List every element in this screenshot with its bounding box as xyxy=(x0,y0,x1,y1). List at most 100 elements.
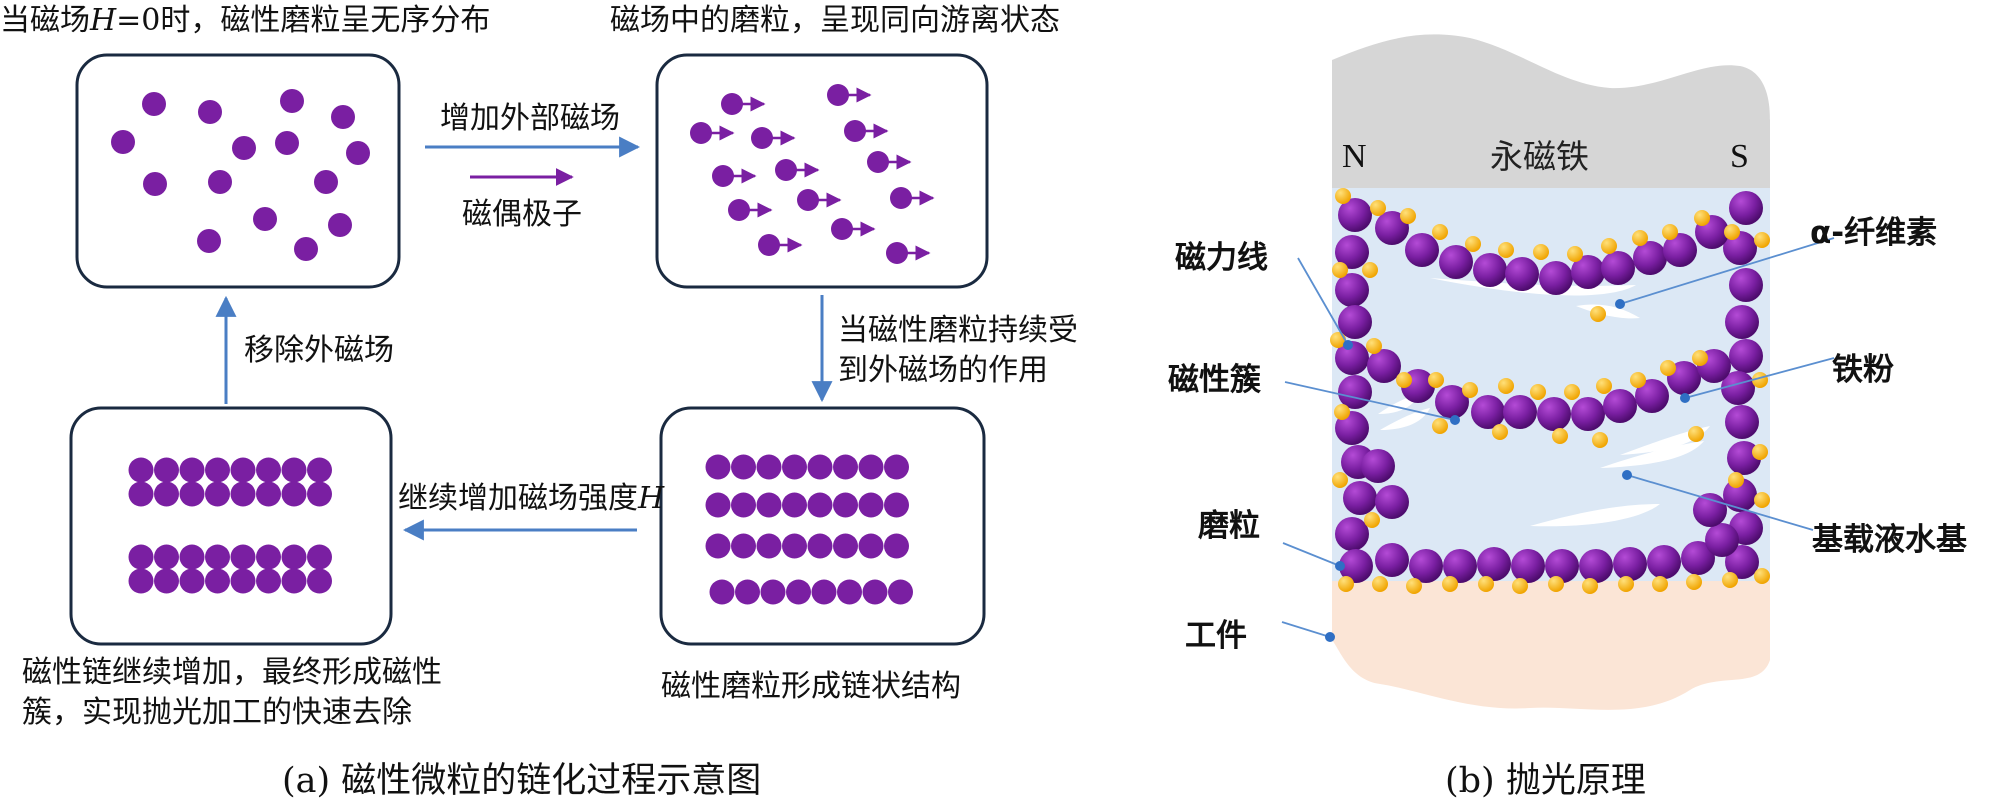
iron-powder-particle xyxy=(1465,236,1481,252)
iron-powder-particle xyxy=(1432,418,1448,434)
cluster-particle xyxy=(128,481,154,507)
dipole-particle xyxy=(844,120,866,142)
abrasive-particle xyxy=(1603,389,1637,423)
chain-particle xyxy=(807,533,833,559)
chain-particle xyxy=(731,454,756,480)
abrasive-label: 磨粒 xyxy=(1198,508,1260,544)
dipole-particle xyxy=(721,93,743,115)
cluster-particle xyxy=(307,544,332,570)
iron-powder-particle xyxy=(1364,512,1380,528)
iron-powder-particle xyxy=(1552,428,1568,444)
workpiece xyxy=(1332,581,1770,710)
iron-powder-particle xyxy=(1548,576,1564,592)
chain-particle xyxy=(858,533,884,559)
iron-powder-particle xyxy=(1694,210,1710,226)
abrasive-particle xyxy=(1729,268,1763,302)
iron-powder-particle xyxy=(1686,574,1702,590)
chain-particle xyxy=(884,492,909,518)
chain-particle xyxy=(756,454,782,480)
iron-powder-particle xyxy=(1334,404,1350,420)
iron-powder-particle xyxy=(1370,200,1386,216)
cluster-particle xyxy=(154,544,179,570)
abrasive-particle xyxy=(1705,523,1739,557)
cluster-particle xyxy=(154,568,179,594)
iron-powder-particle xyxy=(1722,572,1738,588)
abrasive-particle xyxy=(1339,549,1373,583)
abrasive-particle xyxy=(1729,191,1763,225)
abrasive-particle xyxy=(1471,395,1505,429)
abrasive-particle xyxy=(1505,257,1539,291)
chain-particle xyxy=(833,533,858,559)
box-clusters xyxy=(69,406,393,646)
abrasive-particle xyxy=(1647,545,1681,579)
chain-particle xyxy=(705,454,731,480)
chain-particle xyxy=(884,533,909,559)
iron-powder-particle xyxy=(1512,578,1528,594)
abrasive-particle xyxy=(1439,245,1473,279)
box-aligned xyxy=(655,53,989,289)
cellulose-label: α-纤维素 xyxy=(1810,215,1938,251)
abrasive-particle xyxy=(1511,549,1545,583)
permanent-magnet xyxy=(1332,34,1770,189)
abrasive-particle xyxy=(1613,547,1647,581)
chain-particle xyxy=(888,579,913,605)
state-clusters-label-1: 磁性链继续增加，最终形成磁性 xyxy=(22,655,442,690)
iron-powder-particle xyxy=(1498,378,1514,394)
iron-powder-particle xyxy=(1728,472,1744,488)
cluster-particle xyxy=(154,481,179,507)
cluster-particle xyxy=(179,481,205,507)
chain-particle xyxy=(837,579,862,605)
leader-lines xyxy=(1281,237,1835,638)
chain-particle xyxy=(862,579,888,605)
chain-particle xyxy=(811,579,837,605)
abrasive-particle xyxy=(1635,379,1669,413)
iron-powder-particle xyxy=(1752,444,1768,460)
abrasive-particle xyxy=(1375,211,1409,245)
abrasive-particle xyxy=(1435,385,1469,419)
base-fluid-label: 基载液水基 xyxy=(1812,522,1967,558)
abrasive-particle xyxy=(1335,517,1369,551)
iron-powder-particle xyxy=(1335,188,1351,204)
abrasive-particle xyxy=(1681,541,1715,575)
cluster-particle xyxy=(256,544,281,570)
dipole-particle xyxy=(728,199,750,221)
chain-particle xyxy=(858,454,884,480)
abrasive-particle xyxy=(1443,549,1477,583)
chain-particle xyxy=(807,492,833,518)
cluster-particle xyxy=(256,457,281,483)
chain-particle xyxy=(782,454,807,480)
chain-particle xyxy=(705,533,731,559)
iron-powder-particle xyxy=(1592,432,1608,448)
chain-particle xyxy=(782,533,807,559)
iron-powder-particle xyxy=(1652,576,1668,592)
abrasive-particle xyxy=(1335,341,1369,375)
workpiece-label: 工件 xyxy=(1185,618,1247,654)
cluster-particle xyxy=(205,568,230,594)
cluster-particle xyxy=(281,481,307,507)
cluster-particle xyxy=(230,481,256,507)
abrasive-particle xyxy=(1571,397,1605,431)
abrasive-particle xyxy=(1335,235,1369,269)
dipole-particle xyxy=(690,122,712,144)
abrasive-particle xyxy=(1539,261,1573,295)
cluster-particle xyxy=(205,457,230,483)
chain-particle xyxy=(709,579,735,605)
abrasive-particle xyxy=(1633,241,1667,275)
cluster-particle xyxy=(307,457,332,483)
dipole-legend-label: 磁偶极子 xyxy=(462,197,582,232)
iron-powder-particle xyxy=(1362,262,1378,278)
iron-powder-particle xyxy=(1442,576,1458,592)
box-disordered xyxy=(75,53,401,289)
abrasive-particle xyxy=(1405,233,1439,267)
dipole-particle xyxy=(751,127,773,149)
dipole-particle xyxy=(797,189,819,211)
arrow-increase-h-label: 继续增加磁场强度H xyxy=(398,481,665,516)
iron-powder-particle xyxy=(1432,224,1448,240)
dipole-particle xyxy=(886,242,908,264)
cluster-particle xyxy=(179,568,205,594)
state-chains-label: 磁性磨粒形成链状结构 xyxy=(661,669,961,704)
particle-chains xyxy=(705,454,913,605)
cluster-particle xyxy=(307,481,332,507)
iron-powder-particle xyxy=(1462,382,1478,398)
abrasive-particle xyxy=(1473,253,1507,287)
